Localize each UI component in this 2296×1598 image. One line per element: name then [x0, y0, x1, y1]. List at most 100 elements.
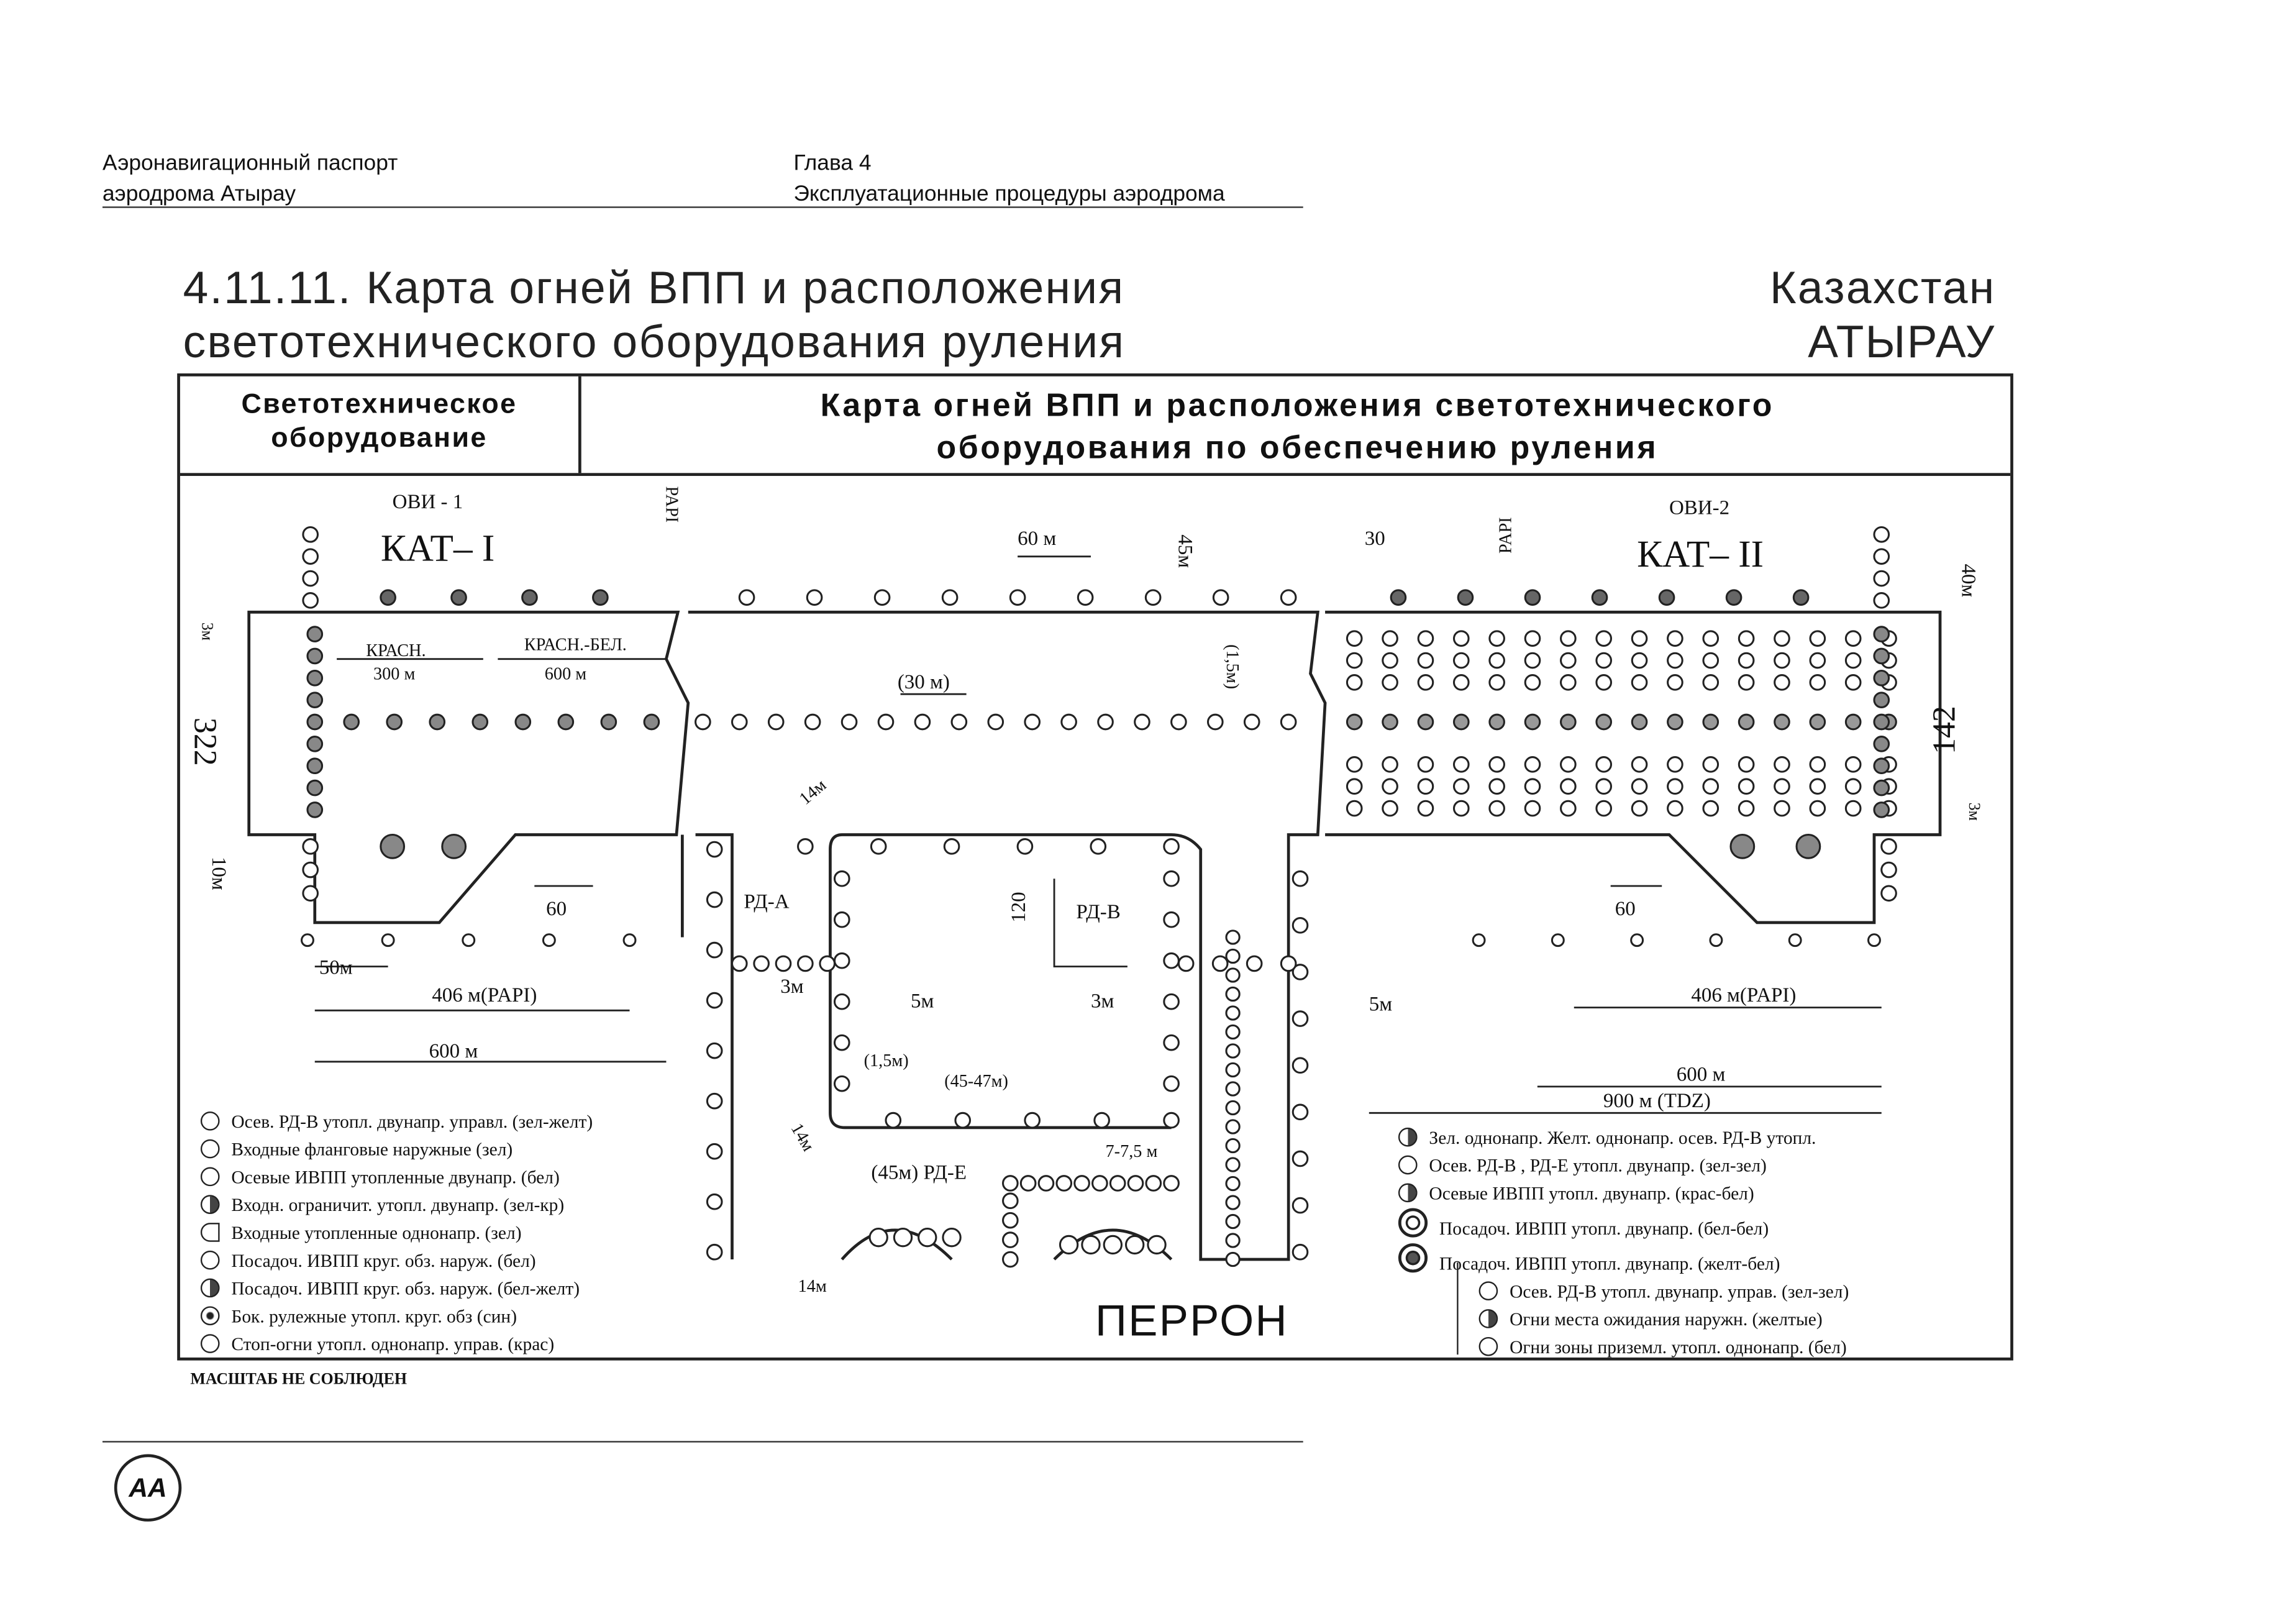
light-marker [943, 838, 960, 855]
threshold-inset-light-icon [200, 1223, 220, 1242]
scale-note: МАСШТАБ НЕ СОБЛЮДЕН [190, 1371, 408, 1389]
light-marker [302, 570, 319, 587]
light-marker [1738, 652, 1755, 669]
light-marker [1097, 713, 1114, 731]
light-marker [1002, 1231, 1019, 1248]
light-marker [1346, 800, 1363, 817]
light-marker [1280, 713, 1297, 731]
dim-142: 142 [1927, 706, 1962, 754]
light-marker [462, 933, 476, 947]
light-marker [893, 1227, 913, 1248]
taxiway-centerline-controlled-icon [1478, 1281, 1498, 1301]
light-marker [1873, 647, 1890, 665]
light-marker [1452, 674, 1470, 691]
light-marker [1109, 1175, 1126, 1192]
light-marker [950, 713, 968, 731]
light-marker [1225, 1024, 1241, 1040]
light-marker [1346, 652, 1363, 669]
lighting-chart-frame: Светотехническое оборудование Карта огне… [177, 373, 2013, 1361]
light-marker [1081, 1235, 1101, 1255]
light-marker [1292, 917, 1309, 934]
legend-item: Входные фланговые наружные (зел) [200, 1136, 593, 1164]
light-marker [1631, 652, 1648, 669]
light-marker [1060, 713, 1077, 731]
light-marker [806, 589, 823, 606]
runway-centerline-redwhite-icon [1398, 1183, 1418, 1203]
light-marker [1488, 713, 1505, 731]
legend-item: Посадоч. ИВПП круг. обз. наруж. (бел-жел… [200, 1276, 593, 1304]
light-marker [1417, 713, 1434, 731]
legend-right: Зел. однонапр. Желт. однонапр. осев. РД-… [1398, 1125, 1849, 1362]
light-marker [1225, 1081, 1241, 1097]
light-marker [1225, 1138, 1241, 1154]
light-marker [1738, 778, 1755, 795]
light-marker [1809, 674, 1826, 691]
light-marker [1738, 713, 1755, 731]
dim-50m: 50м [319, 956, 353, 979]
redwhite-label: КРАСН.-БЕЛ. [524, 636, 627, 655]
ovi1-label: ОВИ - 1 [393, 491, 463, 513]
light-marker [1873, 779, 1890, 797]
dim-45m: 45м [1173, 534, 1196, 568]
light-marker [1809, 778, 1826, 795]
light-marker [1725, 589, 1742, 606]
light-marker [870, 838, 887, 855]
light-marker [1873, 736, 1890, 752]
header-left: Аэронавигационный паспорт аэродрома Атыр… [102, 150, 398, 207]
light-marker [306, 626, 324, 642]
light-marker [1091, 1175, 1108, 1192]
apron-label: ПЕРРОН [1095, 1296, 1288, 1345]
light-marker [1595, 630, 1613, 647]
dim-1-5m-b: (1,5м) [864, 1051, 909, 1071]
light-marker [1382, 800, 1398, 817]
dim-600-right: 600 м [1677, 1063, 1726, 1085]
stop-bar-light-icon [200, 1334, 220, 1353]
light-marker [1488, 630, 1505, 647]
light-marker [1382, 713, 1398, 731]
runway-edge-light-icon [200, 1250, 220, 1270]
light-marker [600, 713, 617, 731]
dim-3m-b: 3м [1091, 990, 1114, 1013]
light-marker [797, 838, 814, 855]
location-title: Казахстан АТЫРАУ [1769, 262, 1996, 368]
legend-item: Осев. РД-В утопл. двунапр. управл. (зел-… [200, 1108, 593, 1136]
light-marker [1774, 713, 1790, 731]
light-marker [1873, 626, 1890, 642]
light-marker [1844, 756, 1862, 773]
light-marker [1631, 800, 1648, 817]
taxiway-edge-light-icon [200, 1306, 220, 1326]
runway-outline-left [247, 610, 690, 925]
light-marker [1844, 778, 1862, 795]
light-marker [1292, 1197, 1309, 1214]
light-marker [1346, 630, 1363, 647]
light-marker [306, 647, 324, 665]
light-marker [1163, 870, 1180, 887]
light-marker [1059, 1235, 1079, 1255]
red-length: 300 м [373, 665, 415, 684]
light-marker [706, 1092, 723, 1110]
light-marker [1016, 838, 1034, 855]
light-marker [429, 713, 446, 731]
unidirectional-light-icon [1398, 1127, 1418, 1147]
light-marker [306, 736, 324, 752]
light-marker [1880, 861, 1897, 879]
light-marker [1738, 674, 1755, 691]
legend-item: Входные утопленные однонапр. (зел) [200, 1220, 593, 1248]
light-marker [1382, 652, 1398, 669]
light-marker [1225, 1043, 1241, 1059]
runway-edge-yellow-light-icon [200, 1278, 220, 1298]
light-marker [1225, 1195, 1241, 1210]
legend-item: Осевые ИВПП утопленные двунапр. (бел) [200, 1164, 593, 1192]
light-marker [1163, 1112, 1180, 1129]
light-marker [1560, 778, 1577, 795]
light-marker [833, 870, 850, 887]
light-marker [592, 589, 609, 606]
light-marker [1524, 778, 1541, 795]
header-cell-equipment: Светотехническое оборудование [180, 376, 581, 473]
light-marker [1452, 652, 1470, 669]
red-label: КРАСН. [366, 641, 426, 660]
light-marker [380, 589, 396, 606]
light-marker [833, 993, 850, 1010]
light-marker [1873, 669, 1890, 687]
